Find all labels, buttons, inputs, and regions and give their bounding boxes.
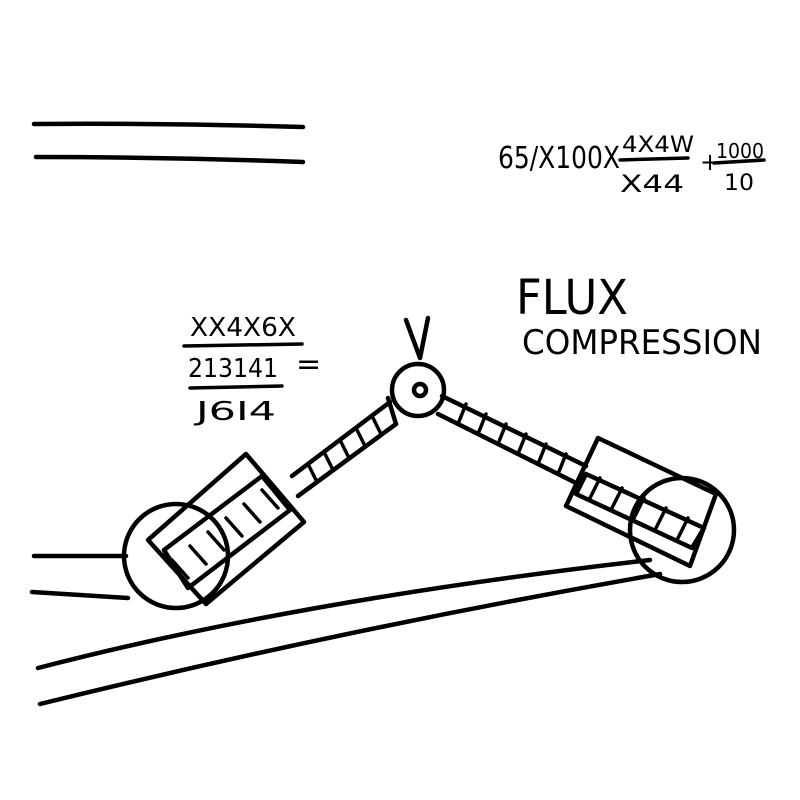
formula-top-prefix: 65/X100X [498, 141, 620, 176]
left-arm [289, 395, 399, 499]
formula-left: XX4X6X 213141 J6I4 = [182, 313, 321, 427]
top-double-lines [31, 121, 306, 165]
apex-circle [389, 361, 447, 419]
formula-left-equals: = [296, 347, 321, 382]
bottom-sweep-lower [37, 571, 663, 707]
left-arm-end [385, 395, 399, 427]
right-housing-outer-rect [563, 435, 719, 569]
formula-top: 65/X100X 4X4W X44 + 1000 10 [498, 133, 766, 198]
formula-top-fraction1-denominator: X44 [620, 170, 684, 198]
formula-top-fraction1-numerator: 4X4W [622, 133, 694, 158]
right-housing [563, 435, 737, 585]
top-line-upper [31, 121, 306, 130]
formula-left-bar2 [188, 384, 284, 390]
right-arm [435, 393, 589, 487]
bottom-sweep-lines [35, 557, 663, 707]
formula-left-line1: XX4X6X [190, 313, 296, 343]
formula-left-line3: J6I4 [193, 397, 276, 427]
top-line-lower [33, 154, 306, 165]
apex-spike [403, 315, 431, 361]
formula-top-plus: + [700, 148, 720, 176]
left-housing-circle [121, 501, 231, 611]
title: FLUX COMPRESSION [516, 270, 762, 363]
left-arm-bottom-edge [295, 421, 399, 499]
apex-pivot [389, 315, 447, 419]
right-arm-bottom-edge [435, 411, 581, 487]
bottom-sweep-upper [35, 557, 653, 671]
formula-left-line2: 213141 [188, 354, 278, 384]
title-line1: FLUX [516, 270, 628, 326]
formula-top-fraction1-bar [618, 156, 690, 162]
right-arm-stripes [456, 402, 568, 476]
formula-top-fraction2-denominator: 10 [724, 171, 754, 196]
left-leads [29, 553, 131, 601]
formula-top-fraction2-bar [712, 158, 766, 165]
left-lead-lower [29, 589, 131, 601]
left-housing [121, 451, 307, 611]
left-housing-outer-rect [145, 451, 307, 607]
formula-left-bar1 [182, 342, 304, 348]
left-arm-stripes [306, 414, 382, 482]
title-line2: COMPRESSION [522, 323, 762, 363]
right-housing-hatching [588, 476, 690, 540]
left-housing-inner-rect [161, 473, 293, 591]
left-housing-hatching [170, 488, 280, 580]
apex-inner-circle [411, 381, 429, 399]
